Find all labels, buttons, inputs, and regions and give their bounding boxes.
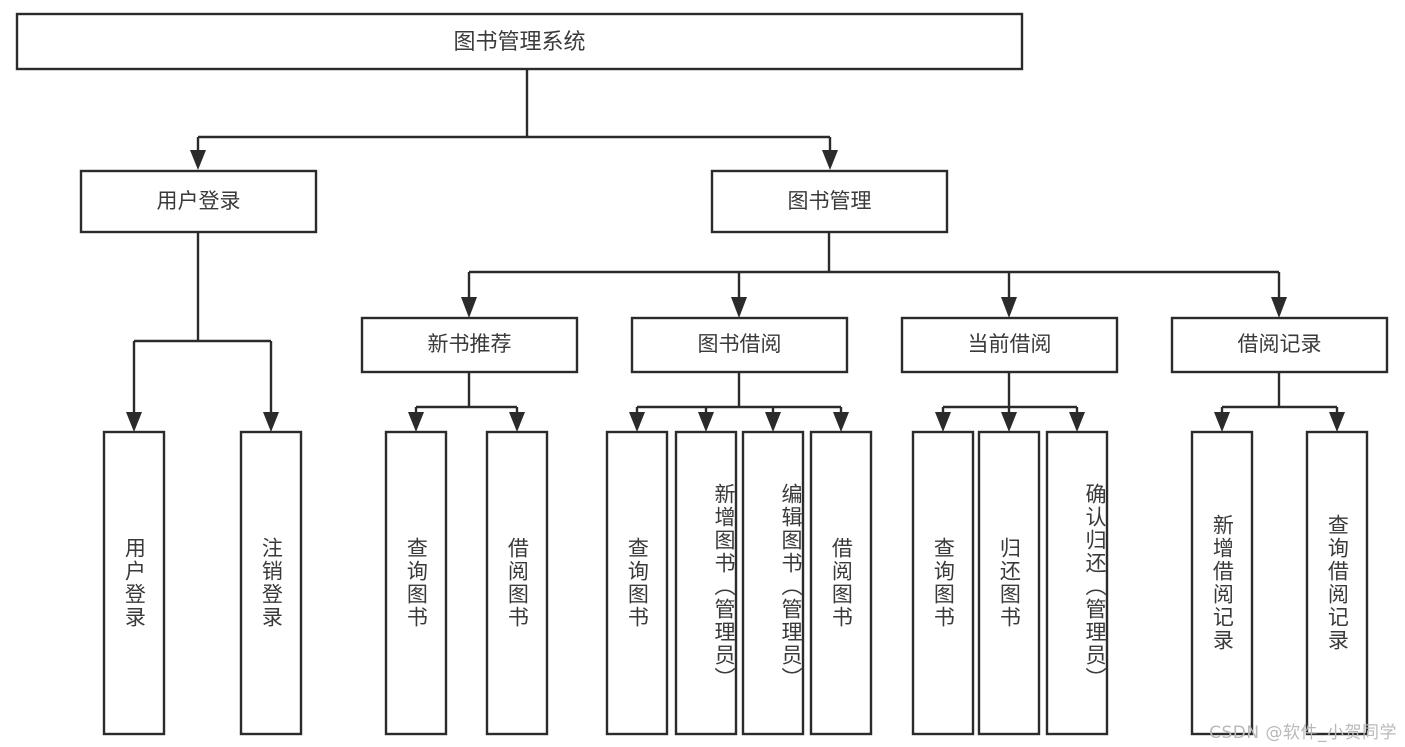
node-root-label: 图书管理系统 (453, 30, 585, 55)
arrow-head-current-borrow (1001, 297, 1017, 318)
arrow-head-new-book-recommend (461, 297, 477, 318)
node-new-book-recommend-box[interactable] (360, 316, 579, 374)
arrow-head-user-login (190, 150, 206, 170)
node-new-book-recommend[interactable]: 新书推荐 (360, 316, 579, 374)
leaf-box-user-login[interactable] (102, 430, 166, 736)
node-user-login-box[interactable] (79, 169, 318, 234)
leaf-box-logout[interactable] (239, 430, 303, 736)
watermark-text: CSDN @软件_小贺同学 (1209, 723, 1397, 743)
arrow-head-leaf-user-login (126, 412, 142, 432)
arrow-head-book-borrow (731, 297, 747, 318)
arrow-head-leaf-query-record (1329, 412, 1345, 432)
leaf-box-borrow-book-2[interactable] (809, 430, 873, 736)
arrow-head-leaf-query-book-3 (935, 412, 951, 432)
arrow-head-borrow-record (1271, 297, 1287, 318)
node-user-login[interactable]: 用户登录 (79, 169, 318, 234)
arrow-head-leaf-query-book-2 (629, 412, 645, 432)
node-current-borrow-box[interactable] (900, 316, 1119, 374)
connector-borrow-record-to-leaves (1214, 372, 1345, 432)
node-current-borrow-label: 当前借阅 (968, 332, 1052, 356)
arrow-head-leaf-return-book (1001, 412, 1017, 432)
leaf-box-add-record[interactable] (1190, 430, 1254, 736)
node-book-borrow-label: 图书借阅 (698, 332, 782, 356)
arrow-head-leaf-query-book-1 (408, 412, 424, 432)
connector-current-borrow-to-leaves (935, 372, 1085, 432)
node-book-management-label: 图书管理 (788, 189, 872, 213)
connector-book-borrow-to-leaves (629, 372, 849, 432)
node-book-borrow[interactable]: 图书借阅 (630, 316, 849, 374)
leaf-box-borrow-book-1[interactable] (485, 430, 549, 736)
node-user-login-label: 用户登录 (157, 189, 241, 213)
connector-new-book-recommend-to-leaves (408, 372, 525, 432)
leaf-box-confirm-return[interactable] (1045, 430, 1109, 736)
leaf-boxes (102, 430, 1369, 736)
arrow-head-leaf-add-record (1214, 412, 1230, 432)
node-current-borrow[interactable]: 当前借阅 (900, 316, 1119, 374)
leaf-box-query-book-3[interactable] (911, 430, 975, 736)
node-borrow-record[interactable]: 借阅记录 (1170, 316, 1389, 374)
arrow-head-leaf-edit-book (765, 412, 781, 432)
arrow-head-leaf-logout (263, 412, 279, 432)
node-new-book-recommend-label: 新书推荐 (428, 332, 512, 356)
connector-root-to-level1 (190, 69, 838, 170)
connector-book-management-to-level2 (461, 232, 1287, 318)
node-root[interactable]: 图书管理系统 (15, 12, 1024, 71)
arrow-head-book-management (822, 150, 838, 170)
leaf-box-query-record[interactable] (1305, 430, 1369, 736)
leaf-box-add-book[interactable] (674, 430, 738, 736)
leaf-box-query-book-1[interactable] (384, 430, 448, 736)
arrow-head-leaf-borrow-book-2 (833, 412, 849, 432)
leaf-box-return-book[interactable] (977, 430, 1041, 736)
arrow-head-leaf-add-book (698, 412, 714, 432)
node-root-box[interactable] (15, 12, 1024, 71)
connector-user-login-to-leaves (126, 232, 279, 432)
arrow-head-leaf-borrow-book-1 (509, 412, 525, 432)
leaf-box-edit-book[interactable] (741, 430, 805, 736)
leaf-box-query-book-2[interactable] (605, 430, 669, 736)
arrow-head-leaf-confirm-return (1069, 412, 1085, 432)
node-borrow-record-label: 借阅记录 (1238, 332, 1322, 356)
node-book-management[interactable]: 图书管理 (710, 169, 949, 234)
